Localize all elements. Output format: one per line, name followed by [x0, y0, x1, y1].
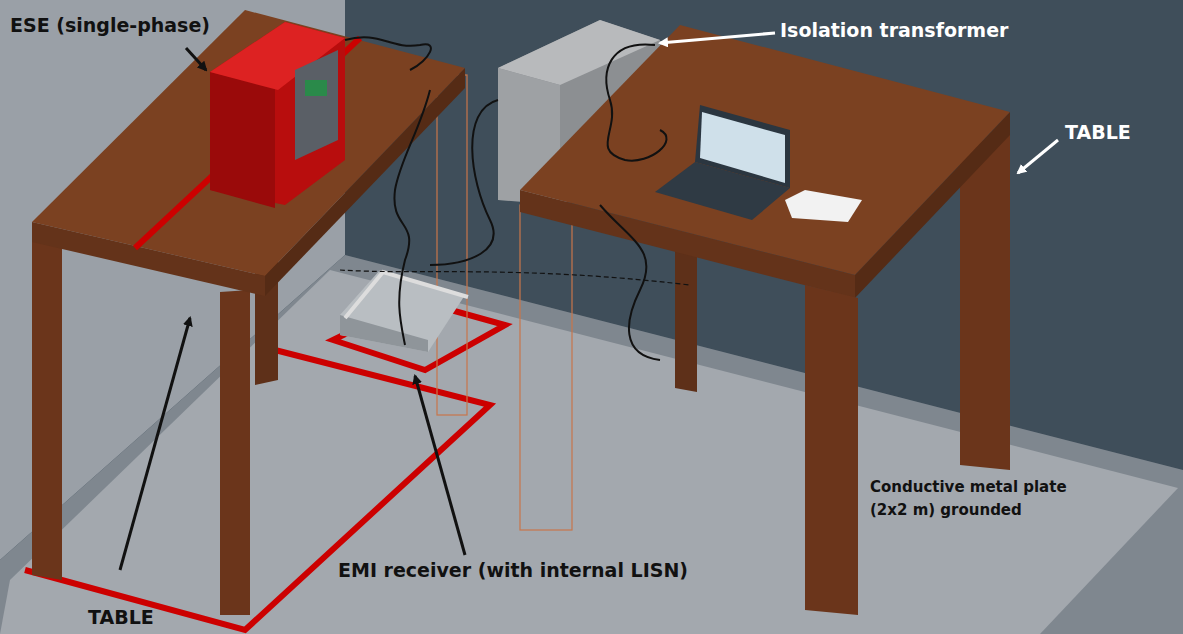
- ese-panel: [295, 50, 338, 160]
- part-label: ESE (single-phase): [10, 14, 210, 37]
- ese-side: [210, 72, 275, 208]
- note-label: Conductive metal plate (2x2 m) grounded: [870, 476, 1070, 521]
- table-leg: [960, 130, 1010, 470]
- table-leg: [675, 235, 697, 392]
- laptop-screen: [695, 105, 790, 188]
- emi-receiver-side: [340, 315, 428, 352]
- leader-arrow: [186, 48, 206, 70]
- papers: [785, 190, 862, 222]
- ground-wire: [340, 270, 690, 285]
- leader-arrow: [415, 376, 465, 555]
- receiver-handle: [345, 272, 468, 318]
- table-leg: [32, 238, 62, 580]
- part-label: EMI receiver (with internal LISN): [338, 559, 688, 582]
- table-footprint: [25, 350, 490, 630]
- part-label: TABLE: [1065, 121, 1131, 144]
- leader-arrow: [660, 33, 775, 43]
- table-top: [520, 25, 1010, 275]
- table-leg: [220, 290, 250, 615]
- table-leg: [805, 285, 858, 615]
- ese-display: [305, 80, 327, 96]
- leader-arrow: [120, 318, 190, 570]
- cable: [345, 37, 667, 360]
- laptop-display: [700, 112, 785, 183]
- part-label: Isolation transformer: [780, 19, 1008, 42]
- table-edge: [855, 112, 1010, 298]
- part-label: TABLE: [88, 606, 154, 629]
- leader-arrow: [1018, 140, 1058, 173]
- emi-receiver: [340, 270, 465, 352]
